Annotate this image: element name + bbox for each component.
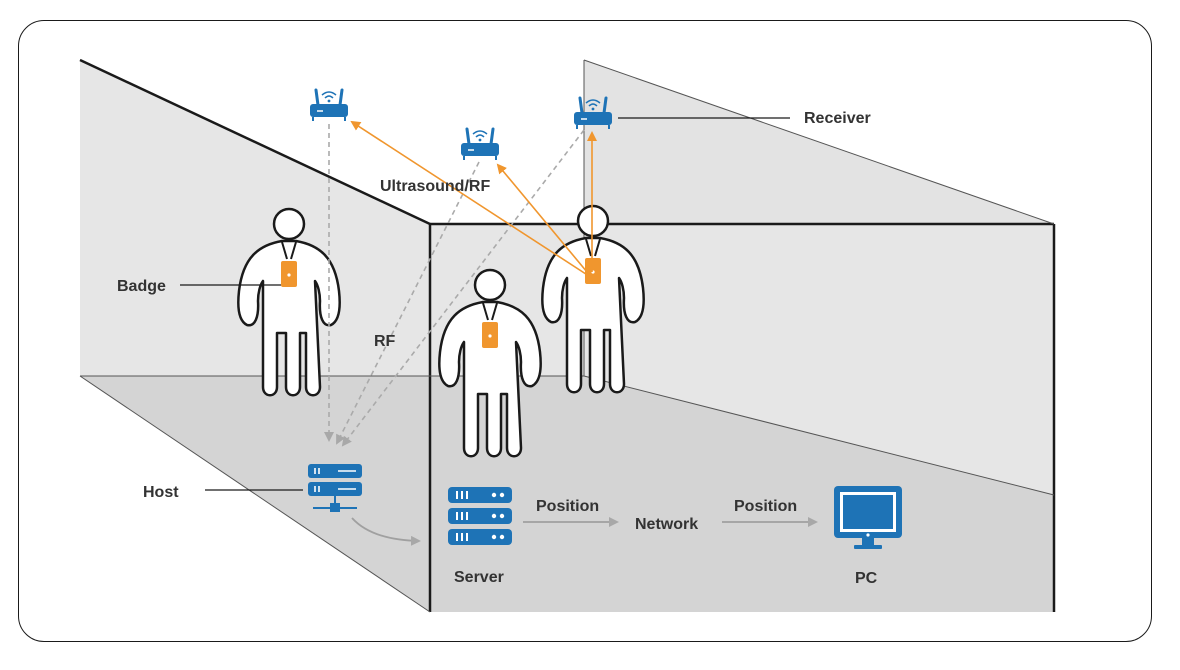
router-icon xyxy=(459,127,501,162)
position-label-2: Position xyxy=(734,498,797,515)
left-wall xyxy=(80,60,430,376)
server-label: Server xyxy=(454,569,504,586)
floor xyxy=(80,376,1054,612)
ultrasound-rf-label: Ultrasound/RF xyxy=(380,178,490,195)
rf-links xyxy=(324,124,585,447)
server-rack-icon xyxy=(447,486,513,546)
position-label-1: Position xyxy=(536,498,599,515)
badge-label: Badge xyxy=(117,278,166,295)
host-to-server-arrow xyxy=(351,517,421,546)
rf-label: RF xyxy=(374,333,396,350)
pc-label: PC xyxy=(855,570,878,587)
monitor-icon xyxy=(834,486,902,549)
leader-lines xyxy=(180,117,790,491)
receiver-label: Receiver xyxy=(804,110,871,127)
host-icon xyxy=(308,464,362,512)
network-label: Network xyxy=(635,516,698,533)
router-icon xyxy=(308,88,350,123)
ultrasound-links xyxy=(350,120,597,279)
host-label: Host xyxy=(143,484,179,501)
